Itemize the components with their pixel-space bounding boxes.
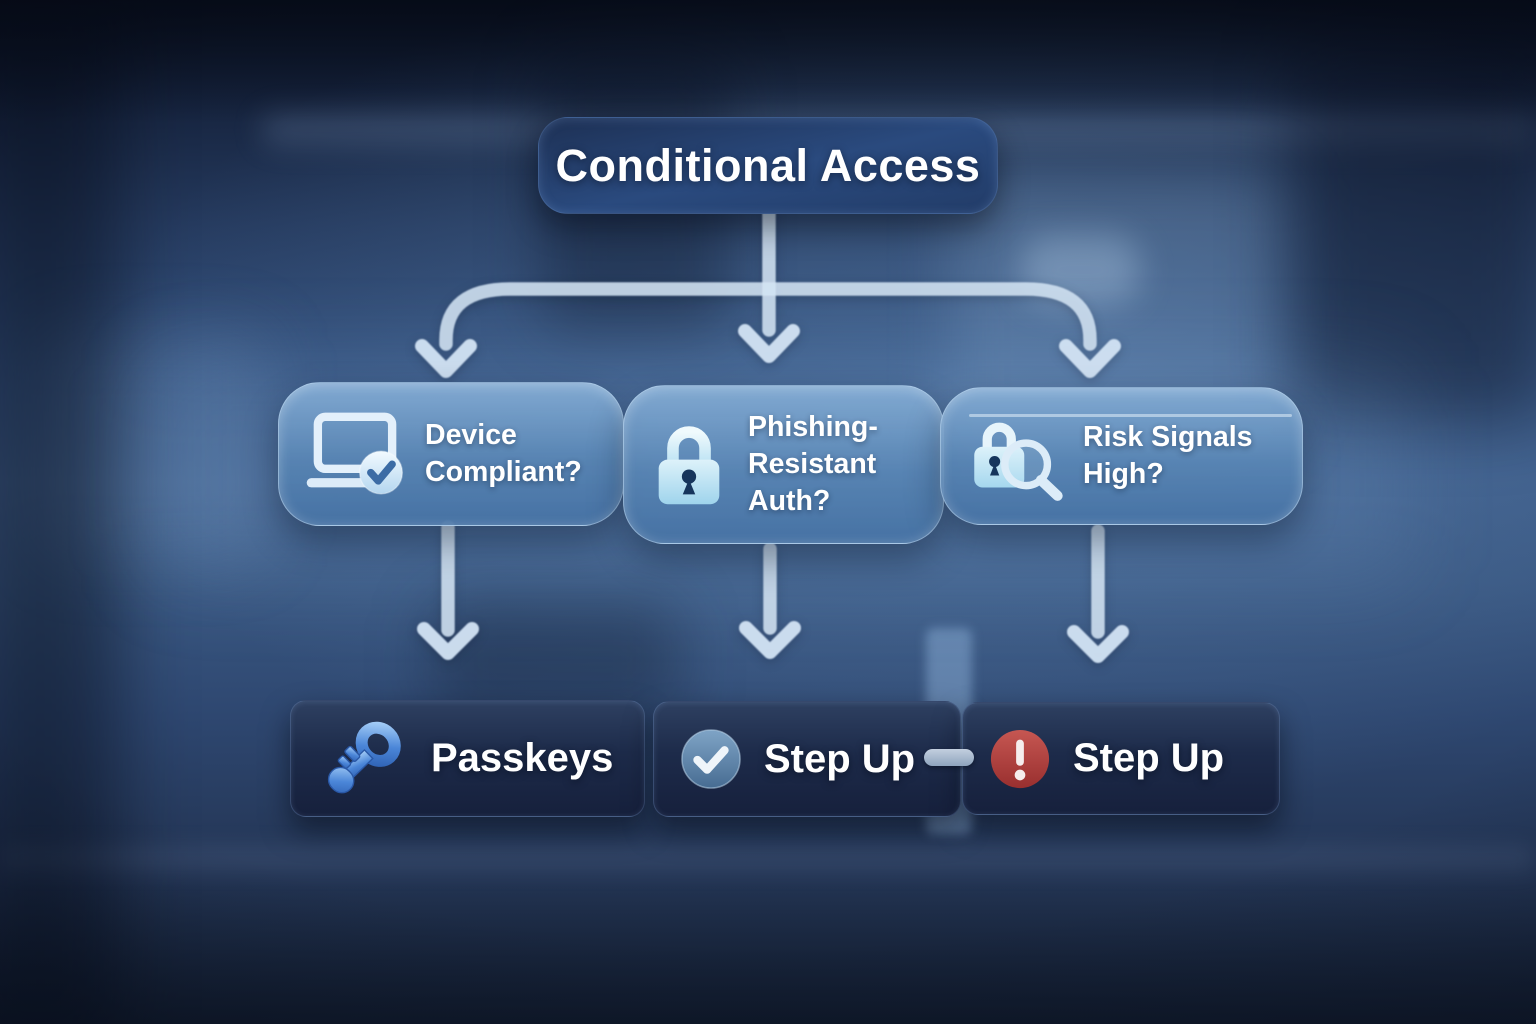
alert-circle-icon [990,729,1050,788]
stepup-link-connector [924,749,974,766]
outcome-label: Step Up [1073,736,1225,780]
node-risk-signals-high: Risk Signals High? [940,387,1303,525]
node-passkeys: Passkeys [290,700,645,817]
node-device-compliant: Device Compliant? [278,382,624,526]
decision-label-line: Resistant [748,447,877,480]
decision-label-line: Phishing- [748,410,878,443]
key-icon [327,721,401,793]
root-node-label: Conditional Access [555,139,981,191]
decision-label-line: Risk Signals [1083,420,1253,453]
glass-highlight [969,414,1292,417]
node-phishing-resistant-auth: Phishing- Resistant Auth? [623,385,944,544]
decision-label-line: High? [1083,458,1164,490]
node-step-up-alert: Step Up [962,702,1280,815]
decision-label-line: Device [425,418,517,451]
decision-label-line: Auth? [748,485,831,518]
decision-label: Device Compliant? [425,417,582,491]
decision-label-line: Compliant? [425,456,582,488]
check-circle-icon [681,729,741,789]
lock-icon [658,425,720,504]
node-step-up-check: Step Up [653,701,961,817]
lock-search-icon [974,422,1063,501]
laptop-check-icon [306,412,404,495]
outcome-label: Step Up [764,736,916,781]
node-conditional-access: Conditional Access [538,117,998,214]
outcome-label: Passkeys [431,736,614,780]
decision-label: Phishing- Resistant Auth? [748,409,878,520]
decision-label: Risk Signals High? [1083,419,1252,493]
